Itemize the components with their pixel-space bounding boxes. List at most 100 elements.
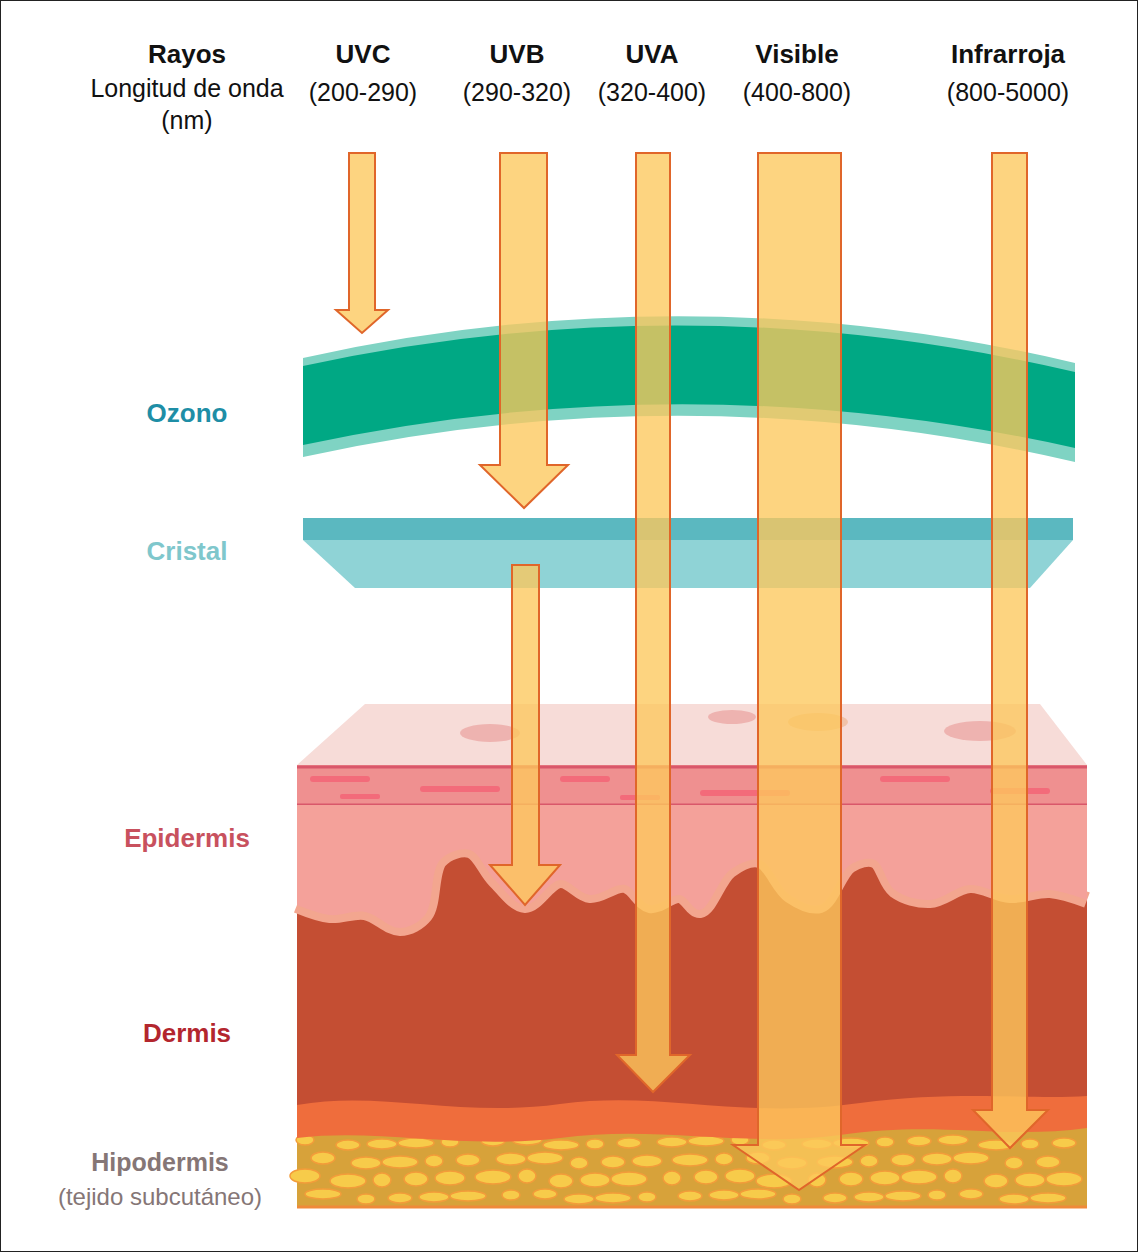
fat-cell — [632, 1155, 662, 1167]
glass — [303, 518, 1073, 588]
fat-cell — [907, 1136, 931, 1146]
fat-cell — [496, 1153, 526, 1165]
ozone-band — [303, 316, 1075, 462]
fat-cell — [450, 1191, 486, 1201]
fat-cell — [564, 1194, 594, 1204]
layer-label: (tejido subcutáneo) — [58, 1181, 262, 1213]
fat-cell — [382, 1156, 418, 1168]
fat-cell — [928, 1190, 946, 1200]
fat-cell — [419, 1192, 449, 1202]
fat-cell — [953, 1152, 989, 1164]
fat-cell — [1005, 1157, 1023, 1169]
fat-cell — [586, 1139, 604, 1149]
ozone-core — [303, 325, 1075, 448]
fat-cell — [663, 1171, 681, 1185]
fat-cell — [351, 1157, 381, 1169]
fat-cell — [922, 1153, 952, 1165]
fat-cell — [425, 1155, 443, 1167]
fat-cell — [1036, 1156, 1060, 1168]
uvb-ray — [480, 153, 568, 508]
fat-cell — [657, 1137, 687, 1147]
ray-name: UVC — [336, 38, 391, 70]
fat-cell — [938, 1135, 968, 1145]
fat-cell — [725, 1169, 755, 1183]
fat-cell — [580, 1173, 610, 1187]
ray-name: UVA — [626, 38, 679, 70]
fat-cell — [373, 1173, 391, 1187]
pore — [708, 710, 756, 724]
layer-label: Ozono — [147, 397, 228, 429]
epidermis — [297, 805, 1087, 928]
fat-cell — [860, 1155, 878, 1167]
header-label: Rayos — [148, 38, 226, 70]
infrared-ray — [973, 153, 1048, 1148]
layer-label: Dermis — [143, 1017, 231, 1049]
epidermis-layer — [297, 805, 1087, 928]
fat-cell — [549, 1174, 573, 1188]
ray-name: Visible — [755, 38, 838, 70]
fat-cell — [398, 1138, 434, 1148]
fat-cells — [290, 1135, 1082, 1204]
fat-cell — [678, 1191, 702, 1201]
fat-cell — [823, 1193, 847, 1203]
wavelength-range: (400-800) — [743, 76, 851, 108]
fat-cell — [783, 1194, 801, 1204]
uvc-ray — [336, 153, 388, 333]
fat-cell — [502, 1190, 520, 1200]
fat-cell — [367, 1139, 397, 1149]
fat-cell — [543, 1140, 579, 1150]
fat-cell — [388, 1193, 412, 1203]
fat-cell — [1030, 1193, 1066, 1203]
fat-cell — [1052, 1138, 1076, 1148]
fat-cell — [330, 1174, 366, 1188]
fat-cell — [672, 1154, 708, 1166]
rays — [336, 153, 1048, 1190]
fat-cell — [435, 1171, 465, 1185]
hypodermis — [297, 1128, 1087, 1208]
fat-cell — [336, 1140, 360, 1150]
skin-surface — [297, 704, 1087, 765]
wavelength-range: (800-5000) — [947, 76, 1069, 108]
fat-cell — [305, 1189, 341, 1199]
wavelength-range: (290-320) — [463, 76, 571, 108]
layer-label: Epidermis — [124, 822, 250, 854]
wavelength-range: (200-290) — [309, 76, 417, 108]
fat-cell — [611, 1172, 647, 1186]
fat-cell — [533, 1189, 557, 1199]
fat-cell — [740, 1189, 776, 1199]
fat-cell — [570, 1157, 588, 1169]
uva-ray — [617, 153, 690, 1092]
fat-cell — [518, 1169, 536, 1183]
fat-cell — [885, 1191, 921, 1201]
fat-cell — [1015, 1173, 1045, 1187]
fat-cell — [999, 1194, 1029, 1204]
header-label: Longitud de onda (nm) — [80, 72, 295, 136]
fat-cell — [694, 1170, 718, 1184]
fat-cell — [854, 1192, 884, 1202]
fat-cell — [595, 1193, 631, 1203]
fat-cell — [638, 1192, 656, 1202]
fat-cell — [901, 1170, 937, 1184]
layer-label: Hipodermis — [91, 1146, 229, 1178]
wavelength-range: (320-400) — [598, 76, 706, 108]
fat-cell — [891, 1154, 915, 1166]
fat-cell — [601, 1156, 625, 1168]
fat-cell — [709, 1190, 739, 1200]
ray-name: UVB — [490, 38, 545, 70]
visible-ray — [733, 153, 865, 1190]
fat-cell — [876, 1137, 894, 1147]
dermis-base — [297, 1096, 1087, 1142]
layer-label: Cristal — [147, 535, 228, 567]
fat-cell — [1021, 1139, 1039, 1149]
fat-cell — [357, 1194, 375, 1204]
glass-top — [303, 518, 1073, 540]
fat-cell — [404, 1172, 428, 1186]
fat-cell — [715, 1153, 733, 1165]
fat-cell — [1046, 1172, 1082, 1186]
fat-cell — [839, 1172, 863, 1186]
fat-cell — [959, 1189, 983, 1199]
